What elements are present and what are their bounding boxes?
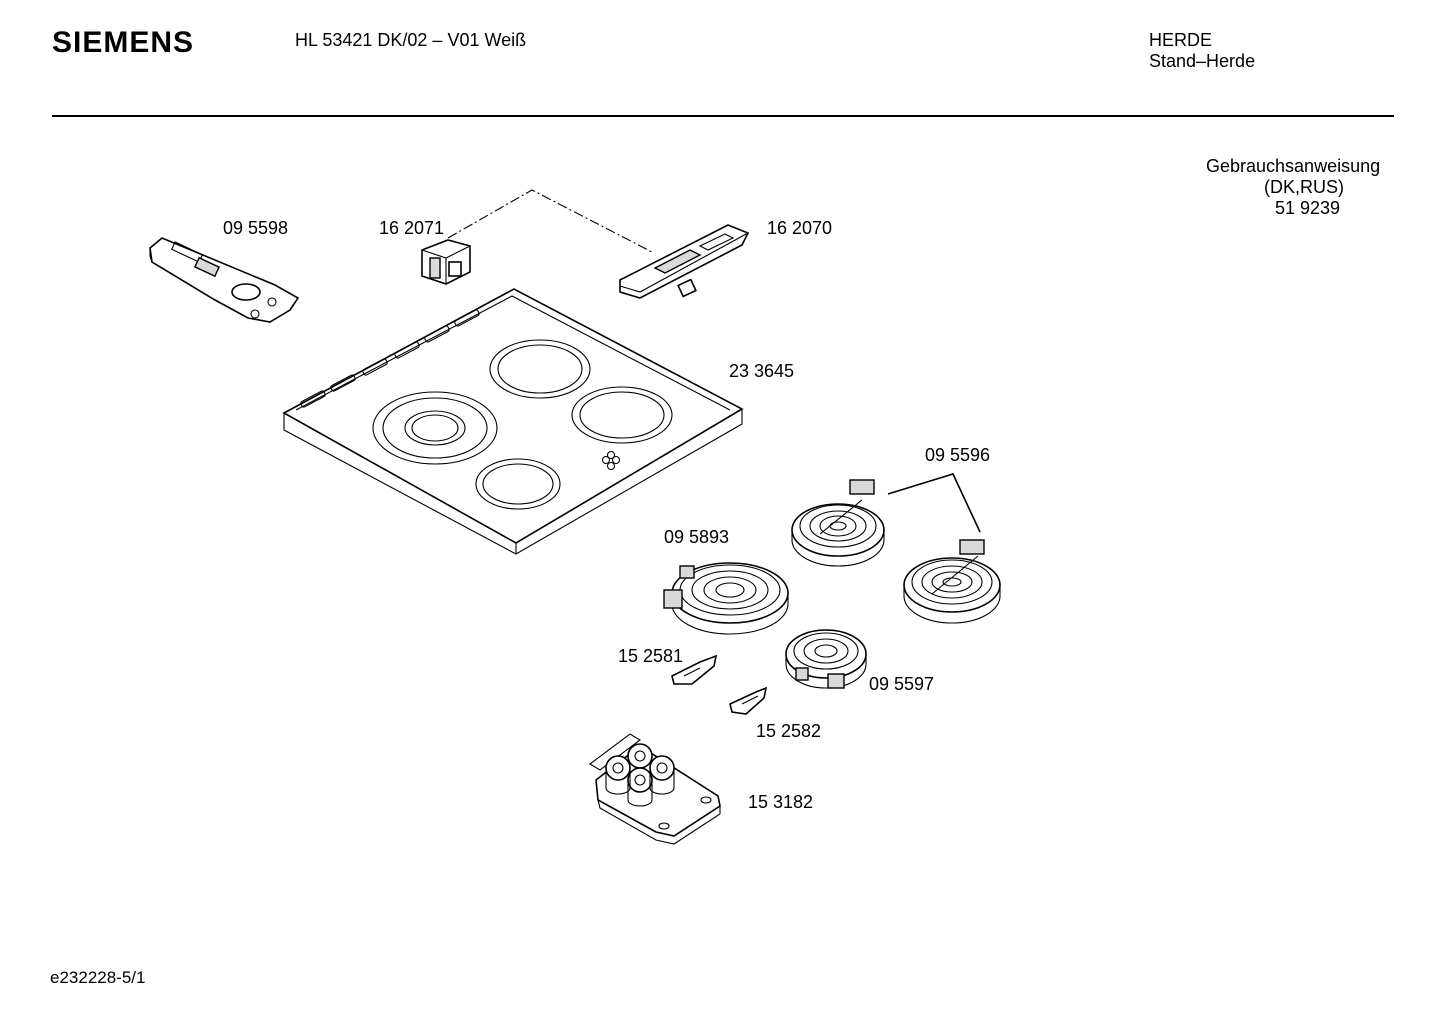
part-number-knob: 16 2071	[379, 218, 445, 238]
clip-part-1-drawing	[671, 654, 718, 685]
clip-part-2-drawing	[729, 686, 768, 715]
heating-element-right-drawing	[903, 539, 1001, 624]
knob-part-drawing	[421, 239, 471, 285]
document-languages: (DK,RUS)	[1264, 177, 1344, 197]
part-number-switch-block: 15 3182	[748, 792, 814, 812]
header-divider	[52, 115, 1394, 117]
page-identifier: e232228-5/1	[50, 968, 146, 987]
model-number: HL 53421 DK/02 – V01 Weiß	[295, 30, 527, 50]
part-number-dual-heating-element: 09 5893	[664, 527, 730, 547]
bracket-part-drawing	[149, 237, 300, 323]
heating-element-upper-drawing	[791, 479, 885, 567]
heating-element-small-drawing	[785, 629, 867, 689]
part-number-small-heating-element: 09 5597	[869, 674, 935, 694]
heating-element-dual-drawing	[663, 562, 789, 635]
part-number-clip-1: 15 2581	[618, 646, 684, 666]
category-title: HERDE	[1149, 30, 1213, 50]
document-number: 51 9239	[1275, 198, 1341, 218]
part-number-heating-element: 09 5596	[925, 445, 991, 465]
part-number-control-panel: 16 2070	[767, 218, 833, 238]
part-number-clip-2: 15 2582	[756, 721, 822, 741]
switch-block-drawing	[589, 733, 721, 845]
document-title: Gebrauchsanweisung	[1206, 156, 1381, 176]
brand-logo: SIEMENS	[52, 26, 195, 59]
control-panel-part-drawing	[619, 224, 750, 299]
category-subtitle: Stand–Herde	[1149, 51, 1256, 71]
part-number-cooktop: 23 3645	[729, 361, 795, 381]
ceramic-cooktop-drawing	[282, 288, 744, 555]
part-number-bracket: 09 5598	[223, 218, 289, 238]
